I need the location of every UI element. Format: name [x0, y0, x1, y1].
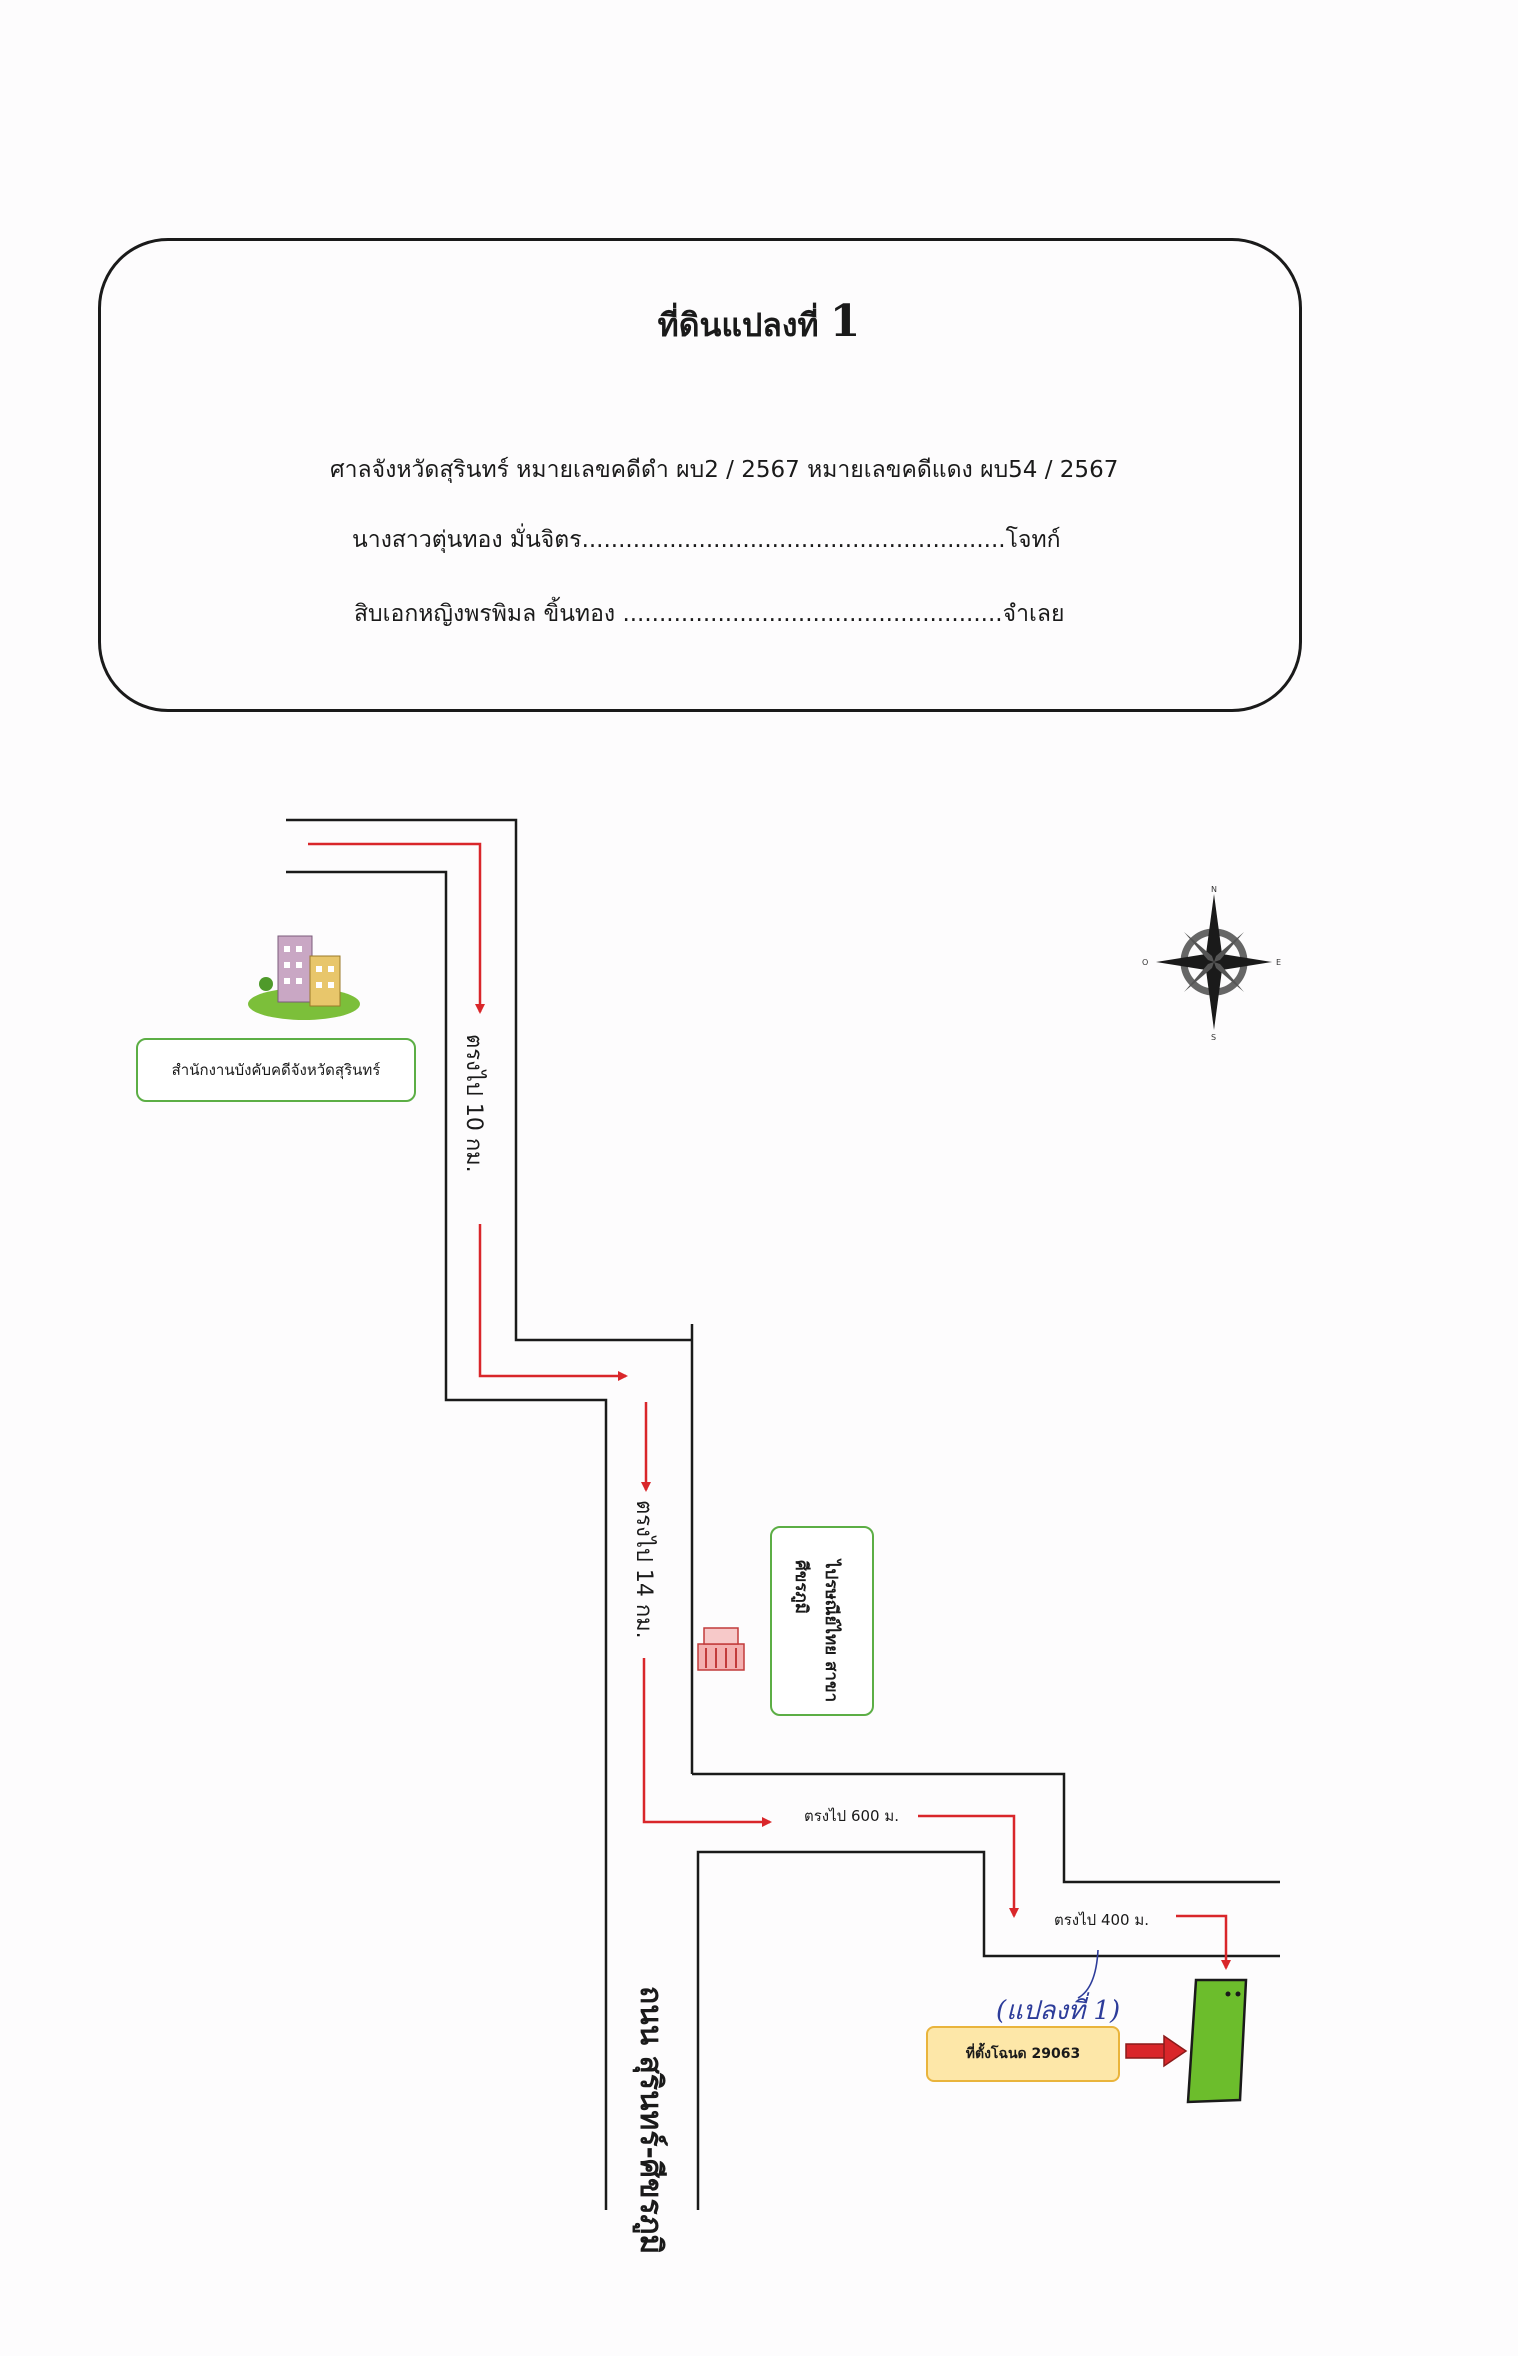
- page-title: ที่ดินแปลงที่ 1: [0, 296, 1518, 351]
- direction-leg3: ตรงไป 600 ม.: [804, 1807, 900, 1825]
- office-label: สำนักงานบังคับคดีจังหวัดสุรินทร์: [171, 1061, 381, 1079]
- defendant-line: สิบเอกหญิงพรพิมล ขิ้นทอง ...............…: [354, 596, 1064, 632]
- plaintiff-role: โจทก์: [1005, 527, 1061, 553]
- parcel-label: ที่ตั้งโฉนด 29063: [965, 2046, 1081, 2062]
- case-line: ศาลจังหวัดสุรินทร์ หมายเลขคดีดำ ผบ2 / 25…: [330, 457, 1119, 483]
- route-arrow-1: [308, 842, 485, 1014]
- post-office-label: ไปรษณีย์ไทย สาขาศีขรภูมิ: [791, 1560, 841, 1703]
- handwritten-note: (แปลงที่ 1): [996, 1996, 1121, 2026]
- parcel-label-box: ที่ตั้งโฉนด 29063: [926, 2026, 1120, 2082]
- route-arrow-4: [642, 1658, 772, 1827]
- route-arrow-2: [478, 1224, 628, 1381]
- land-parcel: [1186, 1978, 1248, 2104]
- route-arrow-6: [1176, 1914, 1231, 1970]
- road-east-upper: [692, 1772, 1280, 1884]
- parcel-number: 1: [829, 296, 861, 347]
- defendant-role: จำเลย: [1002, 601, 1065, 627]
- plaintiff-dots: ........................................…: [581, 527, 1006, 553]
- road-east-lower: [696, 1850, 1280, 2210]
- direction-leg1: ตรงไป 10 กม.: [461, 1034, 486, 1173]
- route-arrows: [308, 842, 1231, 1970]
- road-lines: [286, 818, 1280, 2210]
- route-arrow-5: [918, 1814, 1019, 1918]
- header-box: [98, 238, 1302, 712]
- direction-leg4: ตรงไป 400 ม.: [1054, 1911, 1150, 1929]
- direction-leg2: ตรงไป 14 กม.: [631, 1500, 656, 1639]
- title-text: ที่ดินแปลงที่: [657, 306, 819, 344]
- defendant-name: สิบเอกหญิงพรพิมล ขิ้นทอง: [354, 601, 616, 627]
- compass-w-label: O: [1142, 958, 1148, 967]
- office-building-icon: [248, 935, 360, 1020]
- road-inner-upper: [286, 870, 608, 2210]
- plaintiff-name: นางสาวตุ่นทอง มั่นจิตร: [352, 527, 582, 553]
- handwritten-leader: [1077, 1949, 1099, 1999]
- post-office-icon: [697, 1627, 745, 1671]
- post-office-label-box: [770, 1526, 874, 1716]
- compass-e-label: E: [1276, 958, 1281, 967]
- compass-n-label: N: [1211, 885, 1217, 894]
- parcel-pointer-arrow: [1125, 2034, 1188, 2068]
- compass-s-label: S: [1211, 1033, 1216, 1042]
- defendant-dots: ........................................…: [622, 601, 1003, 627]
- plaintiff-line: นางสาวตุ่นทอง มั่นจิตร..................…: [352, 522, 1061, 558]
- office-label-box: สำนักงานบังคับคดีจังหวัดสุรินทร์: [136, 1038, 416, 1102]
- road-name-label: ถนน สุรินทร์-ศีขรภูมิ: [633, 1986, 668, 2255]
- road-outer-upper: [286, 818, 692, 1342]
- compass-rose-icon: N S E O: [1142, 885, 1281, 1042]
